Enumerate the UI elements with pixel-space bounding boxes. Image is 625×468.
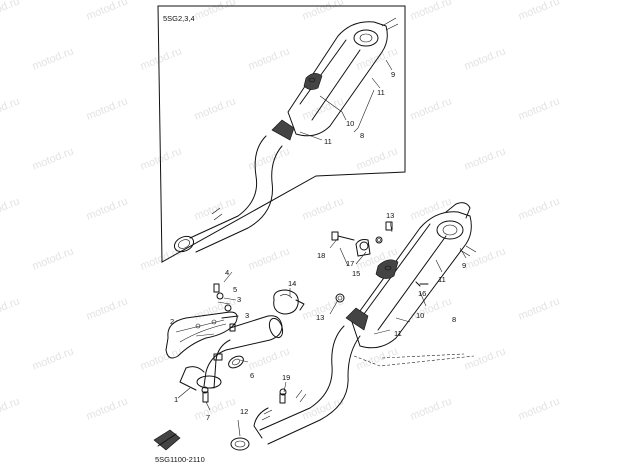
- main-muffler: [345, 202, 477, 349]
- watermark-text: motod.ru: [0, 95, 21, 122]
- watermark-text: motod.ru: [139, 345, 184, 372]
- watermark-text: motod.ru: [0, 295, 21, 322]
- bolt-7: [201, 386, 209, 403]
- diagram-code: 5SG1100-2110: [155, 455, 205, 464]
- bottom-bracket: [153, 429, 181, 451]
- watermark-text: motod.ru: [409, 95, 454, 122]
- watermark-text: motod.ru: [0, 0, 21, 23]
- callout-3b: 3: [245, 311, 249, 320]
- callout-14: 14: [288, 279, 296, 288]
- callout-10: 10: [416, 311, 424, 320]
- callout-19: 19: [282, 373, 290, 382]
- callout-7: 7: [206, 413, 210, 422]
- watermark-text: motod.ru: [31, 145, 76, 172]
- callout-17: 17: [346, 259, 354, 268]
- watermark-text: motod.ru: [193, 95, 238, 122]
- callout-12: 12: [240, 407, 248, 416]
- watermark-text: motod.ru: [85, 0, 130, 23]
- watermark-text: motod.ru: [463, 145, 508, 172]
- callout-2: 2: [170, 317, 174, 326]
- watermark-text: motod.ru: [463, 45, 508, 72]
- watermark-text: motod.ru: [139, 245, 184, 272]
- watermark-text: motod.ru: [139, 45, 184, 72]
- flange-gasket-6: [213, 353, 244, 369]
- watermark-text: motod.ru: [517, 295, 562, 322]
- callout-18: 18: [317, 251, 325, 260]
- watermark-text: motod.ru: [85, 295, 130, 322]
- watermark-text: motod.ru: [409, 0, 454, 23]
- watermark-text: motod.ru: [463, 345, 508, 372]
- watermark-text: motod.ru: [355, 145, 400, 172]
- callout-13a: 13: [386, 211, 394, 220]
- callout-11b: 11: [394, 329, 402, 338]
- watermark-text: motod.ru: [85, 195, 130, 222]
- callout-1: 1: [174, 395, 178, 404]
- clamp-14: [273, 289, 305, 315]
- heat-protector-2: [165, 311, 238, 359]
- watermark-text: motod.ru: [301, 95, 346, 122]
- inset-muffler: [271, 17, 399, 141]
- inset-callout-11b: 11: [324, 137, 332, 146]
- callout-8: 8: [452, 315, 456, 324]
- watermark-text: motod.ru: [247, 45, 292, 72]
- callout-3a: 3: [237, 295, 241, 304]
- watermark-text: motod.ru: [31, 345, 76, 372]
- watermark-text: motod.ru: [85, 395, 130, 422]
- gasket-12: [230, 437, 250, 451]
- callout-13b: 13: [316, 313, 324, 322]
- inset-callout-11a: 11: [377, 88, 385, 97]
- callout-9: 9: [462, 261, 466, 270]
- callout-6: 6: [250, 371, 254, 380]
- watermark-text: motod.ru: [193, 195, 238, 222]
- callout-4: 4: [225, 268, 229, 277]
- watermark-text: motod.ru: [193, 395, 238, 422]
- callout-11a: 11: [438, 275, 446, 284]
- bolts-3-4-5: [213, 283, 239, 332]
- watermark-text: motod.ru: [409, 395, 454, 422]
- muffler-hardware: [331, 221, 429, 303]
- inset-callout-10: 10: [346, 119, 354, 128]
- inset-callout-9: 9: [391, 70, 395, 79]
- callout-5: 5: [233, 285, 237, 294]
- watermark-text: motod.ru: [463, 245, 508, 272]
- watermark-text: motod.ru: [0, 195, 21, 222]
- watermark-text: motod.ru: [0, 395, 21, 422]
- watermark-text: motod.ru: [247, 245, 292, 272]
- watermark-text: motod.ru: [193, 0, 238, 23]
- watermark-text: motod.ru: [301, 195, 346, 222]
- inset-box: 5SG2,3,4 9 11 10 8: [157, 5, 406, 263]
- watermark-text: motod.ru: [31, 245, 76, 272]
- inset-callout-8: 8: [360, 131, 364, 140]
- callout-15: 15: [352, 269, 360, 278]
- watermark-text: motod.ru: [31, 45, 76, 72]
- watermark-text: motod.ru: [517, 395, 562, 422]
- watermark-text: motod.ru: [517, 0, 562, 23]
- watermark-text: motod.ru: [247, 145, 292, 172]
- main-exhaust-pipe: [253, 325, 361, 445]
- inset-label: 5SG2,3,4: [163, 14, 195, 23]
- callout-16: 16: [418, 289, 426, 298]
- watermark-text: motod.ru: [517, 195, 562, 222]
- watermark-text: motod.ru: [247, 345, 292, 372]
- watermark-layer: motod.ru motod.ru motod.ru motod.ru motod.ru…: [0, 0, 561, 423]
- bolt-19: [279, 388, 287, 404]
- watermark-text: motod.ru: [517, 95, 562, 122]
- inset-exhaust-pipe: [173, 135, 283, 253]
- watermark-text: motod.ru: [301, 0, 346, 23]
- watermark-text: motod.ru: [85, 95, 130, 122]
